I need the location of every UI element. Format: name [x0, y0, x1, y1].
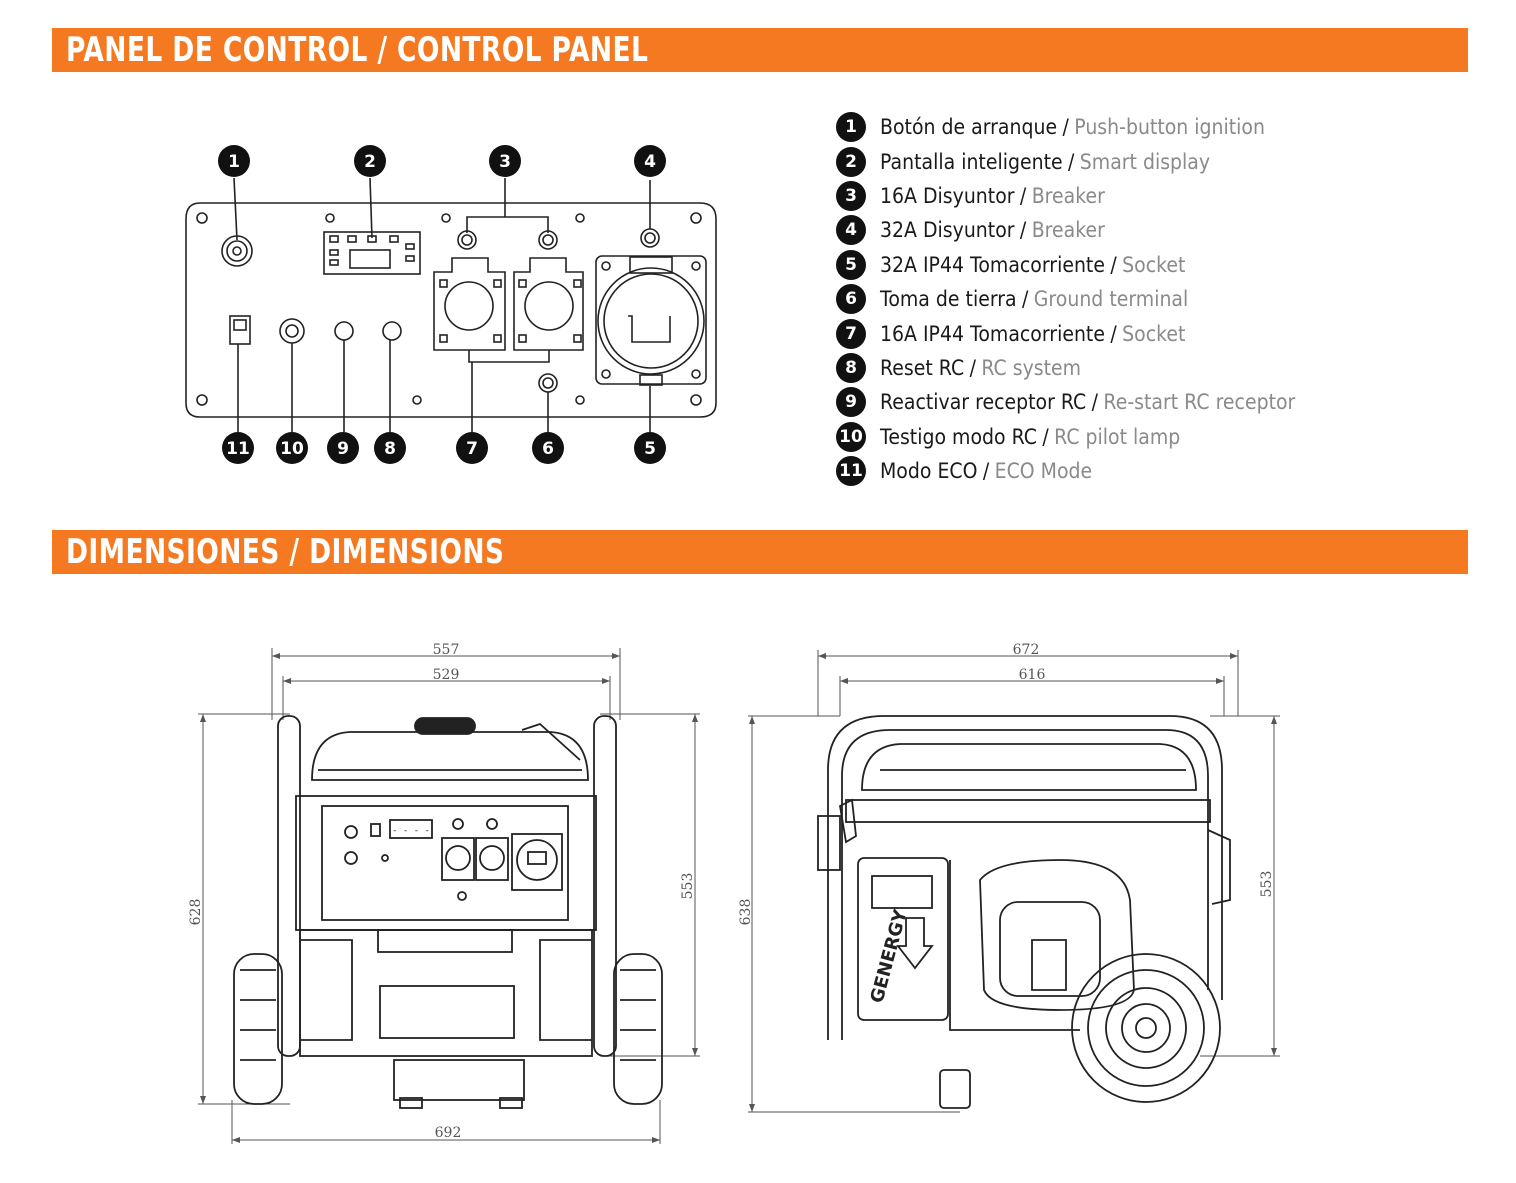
side-brand-label: GENERGY [867, 906, 912, 1005]
legend-number: 5 [836, 249, 866, 280]
legend-label-es: Botón de arranque [880, 115, 1058, 140]
legend-label-en: Push-button ignition [1074, 115, 1265, 140]
callout-5: 5 [634, 432, 666, 464]
legend-label-es: 32A IP44 Tomacorriente [880, 252, 1105, 277]
rc-reset-icon [382, 321, 402, 341]
smart-display-icon [323, 231, 421, 275]
legend-number: 1 [836, 112, 866, 143]
dim-side-height-total: 638 [738, 899, 754, 926]
legend-label-es: 16A IP44 Tomacorriente [880, 321, 1105, 346]
panel-outline [185, 202, 717, 418]
svg-text:3: 3 [499, 152, 511, 172]
dim-front-height-total: 628 [188, 899, 204, 926]
svg-text:9: 9 [337, 439, 349, 459]
legend-label-es: Pantalla inteligente [880, 149, 1063, 174]
legend-number: 10 [836, 421, 866, 452]
legend-label-es: Toma de tierra [880, 287, 1017, 312]
dim-side-overall-width: 672 [1013, 642, 1040, 658]
legend-label-en: Re-start RC receptor [1103, 390, 1296, 415]
legend-label-en: ECO Mode [994, 459, 1093, 484]
legend-number: 2 [836, 146, 866, 177]
panel-screws [196, 212, 702, 406]
legend-label-es: Testigo modo RC [880, 424, 1037, 449]
eco-switch-icon [229, 315, 251, 345]
svg-text:6: 6 [542, 439, 554, 459]
legend-label-es: 16A Disyuntor [880, 183, 1015, 208]
callout-2: 2 [354, 145, 386, 177]
start-button-icon [221, 235, 253, 267]
svg-text:1: 1 [228, 152, 240, 172]
legend-number: 4 [836, 215, 866, 246]
legend-label-en: Socket [1122, 321, 1186, 346]
front-generator-outline [233, 715, 663, 1109]
dim-side-frame-width: 616 [1019, 667, 1046, 683]
callout-8: 8 [374, 432, 406, 464]
dimensions-section-header: DIMENSIONES / DIMENSIONS [52, 530, 1468, 574]
callout-3: 3 [489, 145, 521, 177]
legend-label-es: Reactivar receptor RC [880, 390, 1087, 415]
svg-text:10: 10 [280, 439, 304, 459]
callout-9: 9 [327, 432, 359, 464]
front-display-readout: - - - - [392, 826, 430, 836]
svg-text:8: 8 [384, 439, 396, 459]
callout-7: 7 [456, 432, 488, 464]
rc-pilot-lamp-icon [279, 318, 305, 344]
legend-label-en: RC pilot lamp [1054, 424, 1181, 449]
legend-label-es: Modo ECO [880, 459, 978, 484]
legend-label-en: Smart display [1079, 149, 1211, 174]
svg-text:5: 5 [644, 439, 656, 459]
rc-restart-icon [334, 321, 354, 341]
legend-number: 7 [836, 318, 866, 349]
legend-number: 3 [836, 180, 866, 211]
legend-number: 6 [836, 284, 866, 315]
callout-6: 6 [532, 432, 564, 464]
legend-number: 8 [836, 352, 866, 383]
ground-terminal-icon [538, 373, 558, 393]
svg-text:7: 7 [466, 439, 478, 459]
legend-label-en: Breaker [1031, 183, 1105, 208]
dim-front-overall-width: 557 [433, 642, 460, 658]
dimensions-title: DIMENSIONES / DIMENSIONS [66, 532, 505, 572]
side-generator-outline [817, 715, 1231, 1109]
dim-front-frame-width: 529 [433, 667, 460, 683]
callout-4: 4 [634, 145, 666, 177]
svg-text:2: 2 [364, 152, 376, 172]
control-panel-section-header: PANEL DE CONTROL / CONTROL PANEL [52, 28, 1468, 72]
legend-label-en: Ground terminal [1033, 287, 1189, 312]
socket-16a-icons [433, 257, 584, 351]
legend-label-es: 32A Disyuntor [880, 218, 1015, 243]
callout-10: 10 [276, 432, 308, 464]
breaker-32a-icon [640, 228, 660, 248]
callout-11: 11 [222, 432, 254, 464]
callout-1: 1 [218, 145, 250, 177]
breaker-16a-icons [457, 230, 558, 250]
dim-side-height-frame: 553 [1259, 871, 1275, 898]
dim-front-wheel-width: 692 [435, 1125, 462, 1141]
legend-label-en: RC system [981, 355, 1082, 380]
socket-32a-icon [595, 255, 707, 386]
svg-text:4: 4 [644, 152, 656, 172]
legend-label-es: Reset RC [880, 355, 965, 380]
control-panel-title: PANEL DE CONTROL / CONTROL PANEL [66, 30, 649, 70]
legend-label-en: Breaker [1031, 218, 1105, 243]
svg-text:11: 11 [226, 439, 250, 459]
dim-front-height-frame: 553 [680, 873, 696, 900]
legend-number: 11 [836, 456, 866, 487]
legend-label-en: Socket [1122, 252, 1186, 277]
legend-number: 9 [836, 387, 866, 418]
